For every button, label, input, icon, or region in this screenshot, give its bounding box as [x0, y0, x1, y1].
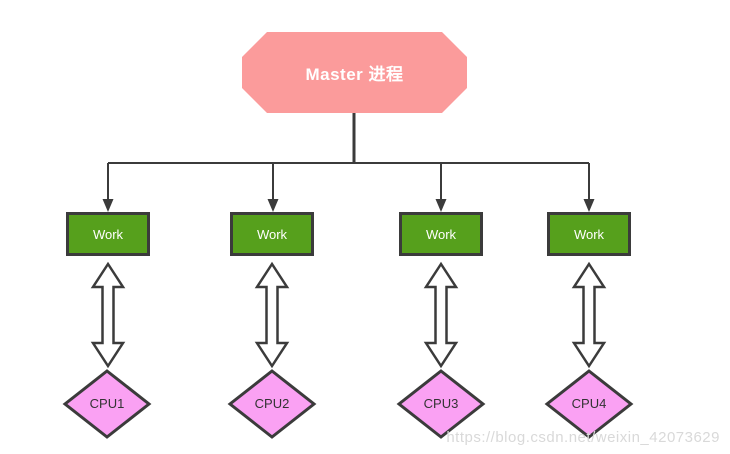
work-node-4: Work	[547, 212, 631, 256]
master-node: Master 进程	[242, 32, 467, 113]
work-node-3-label: Work	[425, 226, 457, 242]
work-node-2: Work	[230, 212, 314, 256]
work-node-1-label: Work	[92, 226, 124, 242]
watermark: https://blog.csdn.net/weixin_42073629	[446, 429, 720, 446]
branch-arrowhead-1	[102, 199, 114, 212]
cpu-node-4	[544, 369, 634, 439]
branch-arrowhead-3	[435, 199, 447, 212]
branch-arrowhead-2	[267, 199, 279, 212]
bidirectional-arrow-3	[423, 261, 459, 369]
work-node-3: Work	[399, 212, 483, 256]
cpu-node-1-label: CPU1	[89, 396, 125, 411]
bidirectional-arrow-4	[571, 261, 607, 369]
cpu-node-3	[396, 369, 486, 439]
work-node-1: Work	[66, 212, 150, 256]
cpu-node-2-label: CPU2	[254, 396, 290, 411]
cpu-node-1	[62, 369, 152, 439]
cpu-node-2	[227, 369, 317, 439]
work-node-2-label: Work	[256, 226, 288, 242]
cpu-node-3-label: CPU3	[423, 396, 459, 411]
work-node-4-label: Work	[573, 226, 605, 242]
bidirectional-arrow-1	[90, 261, 126, 369]
branch-arrowhead-4	[583, 199, 595, 212]
bidirectional-arrow-2	[254, 261, 290, 369]
master-node-label: Master 进程	[305, 65, 404, 84]
cpu-node-4-label: CPU4	[571, 396, 607, 411]
